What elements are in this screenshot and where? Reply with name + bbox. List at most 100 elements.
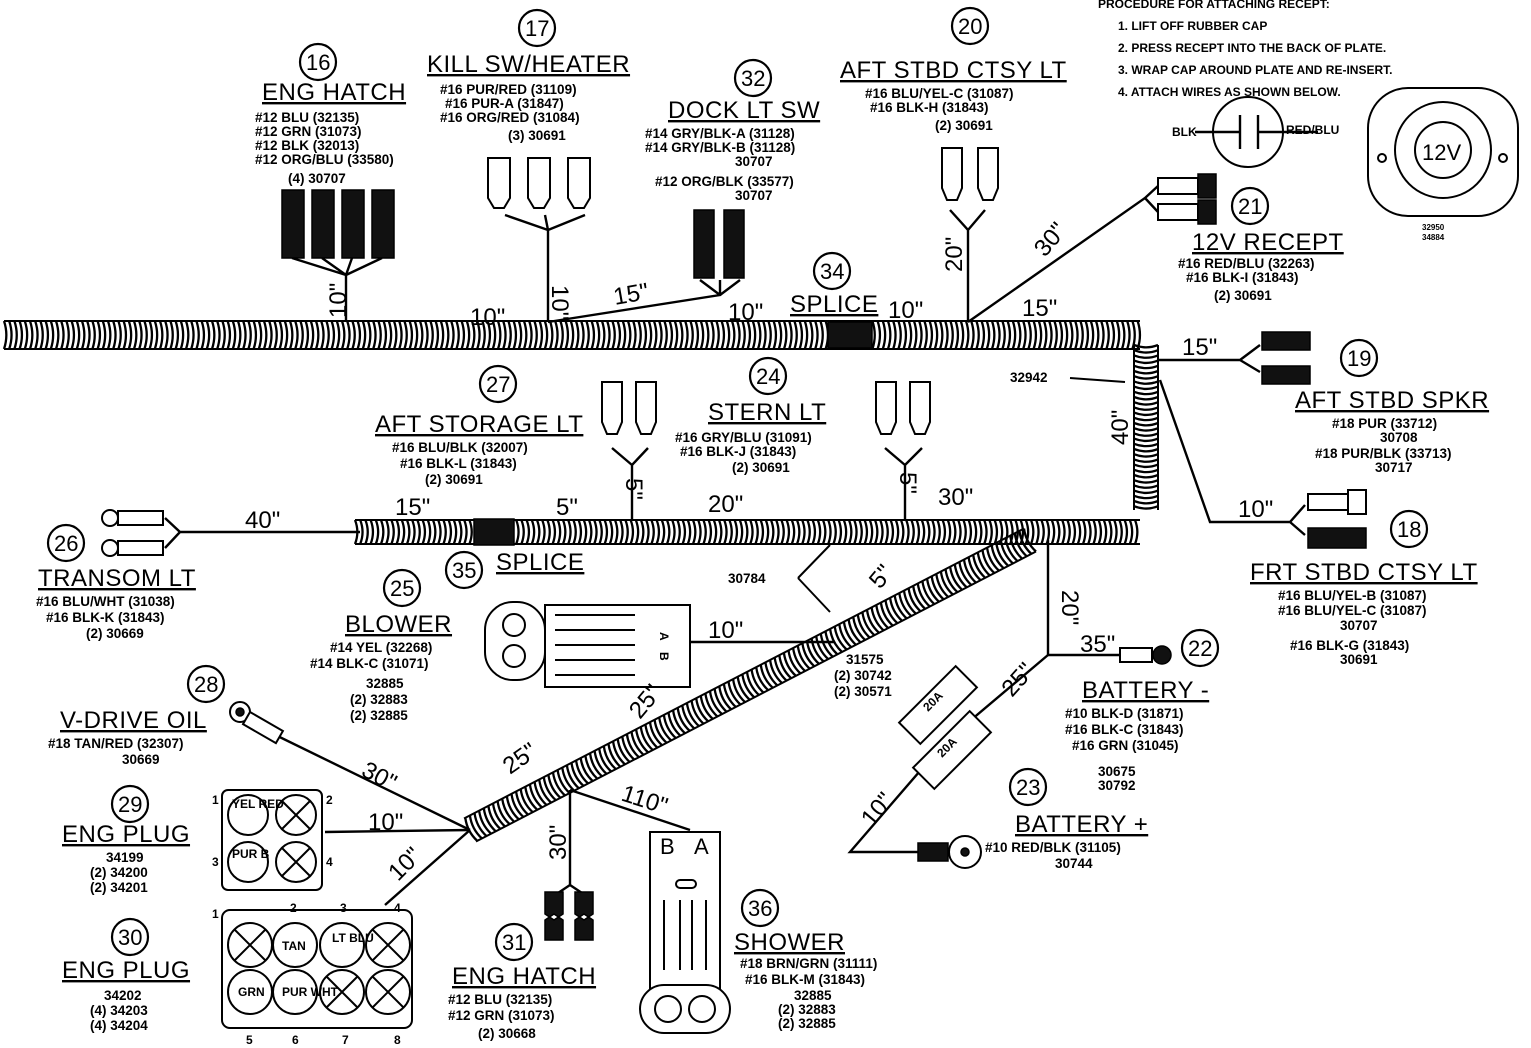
right-harness-conduit (1133, 343, 1159, 510)
label-30-pin-4: 4 (394, 901, 401, 915)
label-22-part-2: 30792 (1098, 778, 1136, 793)
circle-17-num: 17 (525, 16, 549, 41)
label-25-spec-3: 32885 (366, 676, 404, 691)
label-22-spec-3: #16 GRN (31045) (1072, 738, 1179, 753)
label-25-pin-a: A (657, 632, 671, 641)
lead-18: 10" (1238, 496, 1273, 523)
label-21-spec-2: #16 BLK-I (31843) (1186, 270, 1299, 285)
lead-23: 10" (856, 788, 899, 832)
label-25-title: BLOWER (345, 611, 452, 638)
label-29-pin-yel-red: YEL RED (232, 797, 284, 811)
circle-29-num: 29 (118, 792, 142, 817)
circle-21-num: 21 (1238, 194, 1262, 219)
trunk-length-b: 10" (728, 299, 763, 326)
procedure-heading: PROCEDURE FOR ATTACHING RECEPT: (1098, 0, 1330, 11)
label-19-title: AFT STBD SPKR (1295, 387, 1489, 414)
lead-28: 30" (357, 756, 401, 796)
recept-part-top: 32950 (1422, 223, 1445, 232)
label-16-spec-2: #12 GRN (31073) (255, 124, 362, 139)
lead-32: 15" (611, 278, 650, 311)
label-29-pin-3: 3 (212, 855, 219, 869)
label-17-spec-2: #16 PUR-A (31847) (445, 96, 564, 111)
lead-26: 40" (245, 507, 280, 534)
label-18-spec-1: #16 BLU/YEL-B (31087) (1278, 588, 1427, 603)
trunk-length-o: 25" (996, 658, 1040, 702)
label-36-pin-a: A (694, 834, 709, 859)
circle-35-ring (444, 550, 484, 590)
label-30-pin-7: 7 (342, 1033, 349, 1047)
connector-36-body (639, 831, 731, 1034)
trunk-length-m: 25" (498, 738, 542, 780)
lead-20: 20" (941, 237, 968, 272)
label-17-title: KILL SW/HEATER (427, 51, 630, 78)
connector-25-body (484, 601, 691, 688)
circle-24-num: 24 (756, 364, 780, 389)
connector-29-body (221, 789, 323, 891)
label-16-part: (4) 30707 (288, 171, 346, 186)
label-19-spec-3: #18 PUR/BLK (33713) (1315, 446, 1452, 461)
label-19-spec-4: 30717 (1375, 460, 1413, 475)
label-17-spec-3: #16 ORG/RED (31084) (440, 110, 580, 125)
terminal-23 (917, 835, 982, 869)
label-22-title: BATTERY - (1082, 677, 1209, 704)
circle-20-ring (950, 6, 990, 46)
label-21-spec-1: #16 RED/BLU (32263) (1178, 256, 1315, 271)
circle-28-ring (186, 664, 226, 704)
fuses (897, 664, 993, 791)
label-25-pin-b: B (657, 652, 671, 661)
terminals-31 (544, 891, 594, 941)
splice-35-block (473, 518, 515, 546)
terminals-17 (487, 157, 591, 209)
lead-29: 10" (368, 809, 403, 836)
label-27-spec-1: #16 BLU/BLK (32007) (392, 440, 528, 455)
lead-21: 30" (1029, 218, 1072, 262)
label-30-pin-3: 3 (340, 901, 347, 915)
label-32-spec-3: 30707 (735, 154, 773, 169)
label-21-part: (2) 30691 (1214, 288, 1272, 303)
fuse-part-1: 31575 (846, 652, 884, 667)
label-20-spec-2: #16 BLK-H (31843) (870, 100, 989, 115)
circle-36-ring (740, 888, 780, 928)
label-24-title: STERN LT (708, 399, 826, 426)
circle-29-ring (110, 784, 150, 824)
label-32-spec-4: #12 ORG/BLK (33577) (655, 174, 794, 189)
circle-numbers: 16 17 32 20 21 34 19 18 27 24 26 35 25 2… (54, 14, 1421, 955)
branch-wires (164, 185, 1306, 906)
label-36-part-2: (2) 32883 (778, 1002, 836, 1017)
conduit-ref-right: 32942 (1010, 370, 1048, 385)
label-26-title: TRANSOM LT (38, 565, 196, 592)
label-25-spec-1: #14 YEL (32268) (330, 640, 432, 655)
main-harness-conduit (2, 320, 1142, 350)
label-29-part-2: (2) 34200 (90, 865, 148, 880)
label-25-spec-2: #14 BLK-C (31071) (310, 656, 429, 671)
recept-face-label: 12V (1422, 140, 1461, 165)
label-29-pin-1: 1 (212, 793, 219, 807)
label-32-spec-5: 30707 (735, 188, 773, 203)
lead-16: 10" (325, 283, 352, 318)
terminals-19 (1261, 331, 1311, 385)
trunk-length-e: 40" (1107, 410, 1134, 445)
trunk-length-g: 20" (708, 491, 743, 518)
procedure-step-2: 2. PRESS RECEPT INTO THE BACK OF PLATE. (1118, 41, 1386, 55)
procedure-step-3: 3. WRAP CAP AROUND PLATE AND RE-INSERT. (1118, 63, 1392, 77)
label-31-spec-2: #12 GRN (31073) (448, 1008, 555, 1023)
trunk-length-k: 5" (864, 560, 899, 594)
circle-20-num: 20 (958, 14, 982, 39)
trunk-length-h: 15" (395, 494, 430, 521)
label-35-title: SPLICE (496, 549, 584, 576)
label-17-spec-1: #16 PUR/RED (31109) (440, 82, 577, 97)
label-22-spec-2: #16 BLK-C (31843) (1065, 722, 1184, 737)
label-28-title: V-DRIVE OIL (60, 707, 207, 734)
circle-22-num: 22 (1188, 636, 1212, 661)
fuse-part-3: (2) 30571 (834, 684, 892, 699)
trunk-length-c: 10" (888, 297, 923, 324)
label-30-pin-5: 5 (246, 1033, 253, 1047)
label-31-title: ENG HATCH (452, 963, 596, 990)
label-23-title: BATTERY + (1015, 811, 1148, 838)
label-16-spec-3: #12 BLK (32013) (255, 138, 359, 153)
label-32-title: DOCK LT SW (668, 97, 820, 124)
label-16-spec-4: #12 ORG/BLU (33580) (255, 152, 394, 167)
label-29-pin-4: 4 (326, 855, 333, 869)
label-31-part: (2) 30668 (478, 1026, 536, 1041)
